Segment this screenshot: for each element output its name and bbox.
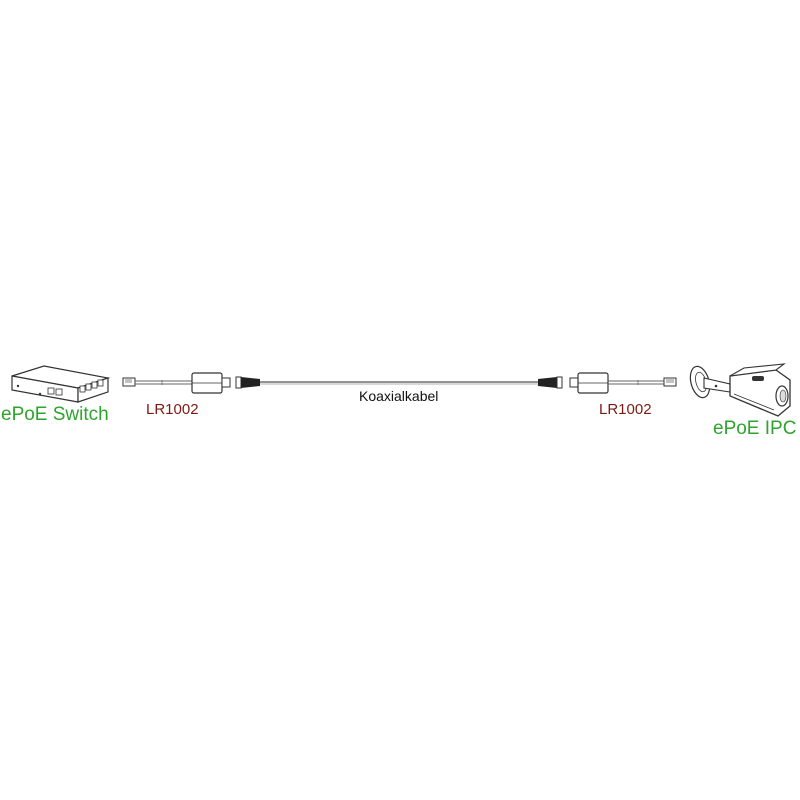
right-adapter-icon xyxy=(538,372,677,394)
coaxial-cable-icon xyxy=(260,381,540,385)
network-switch-icon xyxy=(11,365,111,403)
left-adapter-label: LR1002 xyxy=(146,401,199,418)
bullet-camera-icon xyxy=(689,363,791,417)
left-adapter-icon xyxy=(122,372,260,394)
switch-label: ePoE Switch xyxy=(1,404,109,425)
camera-label: ePoE IPC xyxy=(713,418,797,439)
right-adapter-label: LR1002 xyxy=(599,401,652,418)
cable-label: Koaxialkabel xyxy=(359,388,439,404)
